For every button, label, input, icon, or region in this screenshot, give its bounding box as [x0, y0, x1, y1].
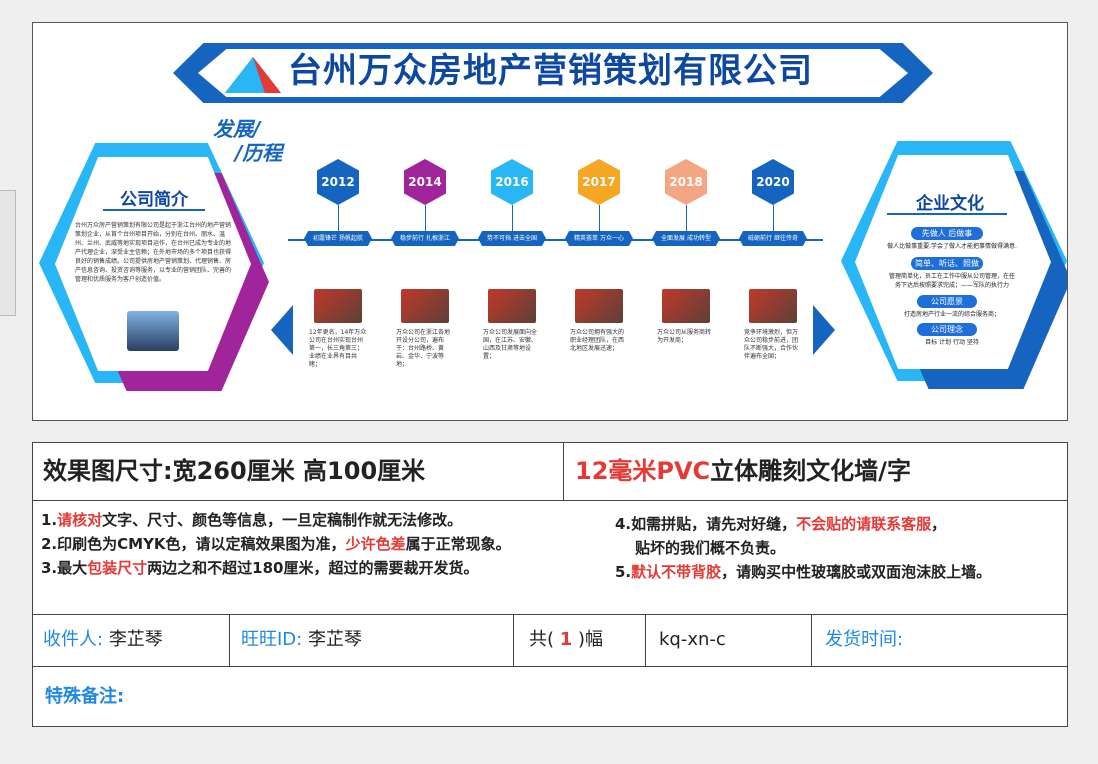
note-1: 1.请核对文字、尺寸、颜色等信息，一旦定稿制作就无法修改。 [41, 511, 463, 529]
milestone-tag-2018: 全面发展 成功转型 [652, 231, 720, 246]
ship-time-label: 发货时间: [825, 629, 904, 650]
year-badge-2020: 2020 [752, 159, 794, 205]
note-5: 5.默认不带背胶，请购买中性玻璃胶或双面泡沫胶上墙。 [615, 563, 992, 581]
recipient-field: 收件人: 李芷琴 [43, 629, 163, 650]
milestone-photo [575, 289, 623, 323]
count-field: 共( 1 )幅 [529, 629, 604, 650]
title-banner-inner [198, 49, 908, 97]
group-photo [127, 311, 179, 351]
culture-pill-4: 公司理念 [917, 323, 977, 336]
milestone-photo [314, 289, 362, 323]
milestone-card-2020: 竞争环境激烈，但万众公司稳步前进，团队不断强大，合作伙伴遍布全国； [738, 273, 808, 385]
milestone-card-2014: 万众公司在浙江各地开设分公司，遍布于：台州路桥、黄岩、金华、宁波等地； [390, 273, 460, 385]
year-badge-2018: 2018 [665, 159, 707, 205]
spec-sheet: 效果图尺寸:宽260厘米 高100厘米 12毫米PVC立体雕刻文化墙/字 1.请… [32, 442, 1068, 727]
product-code: kq-xn-c [659, 629, 726, 650]
milestone-text: 万众公司从服务商转为开发商； [657, 329, 712, 344]
wangwang-field: 旺旺ID: 李芷琴 [241, 629, 362, 650]
milestone-tag-2012: 初露锋芒 扬帆起航 [304, 231, 372, 246]
note-4-line2: 贴坏的我们概不负责。 [635, 539, 786, 557]
logo-icon [225, 57, 281, 93]
remarks-label: 特殊备注: [45, 686, 125, 707]
milestone-text: 竞争环境激烈，但万众公司稳步前进，团队不断强大，合作伙伴遍布全国； [744, 329, 799, 360]
milestone-tag-2014: 稳步前行 扎根浙江 [391, 231, 459, 246]
milestone-photo [662, 289, 710, 323]
culture-title: 企业文化 [916, 194, 984, 214]
culture-pill-3: 公司愿景 [917, 295, 977, 308]
year-badge-2014: 2014 [404, 159, 446, 205]
edge-strip [0, 190, 16, 316]
right-arrow-icon [813, 305, 835, 355]
notes-section: 1.请核对文字、尺寸、颜色等信息，一旦定稿制作就无法修改。 2.印刷色为CMYK… [33, 500, 1067, 615]
milestone-text: 万众公司发展面向全国，在江苏、安徽、山西及甘肃等地设置； [483, 329, 538, 360]
milestone-tag-2016: 势不可挡 进击全国 [478, 231, 546, 246]
culture-hexagon: 企业文化 先做人 后做事 做人比做事重要,学会了做人才能把事情做得满意. 简单、… [841, 141, 1067, 389]
company-name: 台州万众房地产营销策划有限公司 [288, 51, 813, 91]
order-info-row: 收件人: 李芷琴 旺旺ID: 李芷琴 共( 1 )幅 kq-xn-c 发货时间: [33, 614, 1067, 667]
milestone-card-2017: 万众公司拥有强大的职业经理团队，在西北地区发展迅速； [564, 273, 634, 385]
culture-pill-1: 先做人 后做事 [911, 227, 983, 240]
milestone-tag-2020: 砥砺前行 继往传奇 [739, 231, 807, 246]
milestone-photo [401, 289, 449, 323]
milestone-photo [488, 289, 536, 323]
design-preview: 台州万众房地产营销策划有限公司 公司简介 台州万众房产营销策划有限公司是起于浙江… [32, 22, 1068, 421]
milestone-text: 万众公司在浙江各地开设分公司，遍布于：台州路桥、黄岩、金华、宁波等地； [396, 329, 451, 368]
culture-pill-2: 简单、听话、照做 [911, 257, 983, 270]
milestone-card-2016: 万众公司发展面向全国，在江苏、安徽、山西及甘肃等地设置； [477, 273, 547, 385]
timeline-line [288, 239, 823, 241]
intro-text: 台州万众房产营销策划有限公司是起于浙江台州的地产营销策划企业，从首个台州项目开始… [75, 222, 232, 283]
note-4: 4.如需拼贴，请先对好缝，不会贴的请联系客服， [615, 515, 947, 533]
milestone-text: 12年更名，14年万众公司在台州实现台州第一，长三角第三；业绩在业界有目共睹； [309, 329, 367, 368]
milestone-photo [749, 289, 797, 323]
intro-hexagon: 公司简介 台州万众房产营销策划有限公司是起于浙江台州的地产营销策划企业，从首个台… [39, 143, 269, 391]
size-info: 效果图尺寸:宽260厘米 高100厘米 [43, 457, 426, 485]
spec-header-row: 效果图尺寸:宽260厘米 高100厘米 12毫米PVC立体雕刻文化墙/字 [33, 443, 1067, 501]
note-2: 2.印刷色为CMYK色，请以定稿效果图为准，少许色差属于正常现象。 [41, 535, 511, 553]
milestone-card-2018: 万众公司从服务商转为开发商； [651, 273, 721, 385]
intro-title: 公司简介 [120, 190, 188, 210]
development-title: 发展/ /历程 [213, 117, 283, 165]
milestone-text: 万众公司拥有强大的职业经理团队，在西北地区发展迅速； [570, 329, 625, 352]
year-badge-2017: 2017 [578, 159, 620, 205]
material-info: 12毫米PVC立体雕刻文化墙/字 [575, 457, 911, 485]
milestone-card-2012: 12年更名，14年万众公司在台州实现台州第一，长三角第三；业绩在业界有目共睹； [303, 273, 373, 385]
left-arrow-icon [271, 305, 293, 355]
year-badge-2016: 2016 [491, 159, 533, 205]
milestone-tag-2017: 精英荟萃 万众一心 [565, 231, 633, 246]
year-badge-2012: 2012 [317, 159, 359, 205]
note-3: 3.最大包装尺寸两边之和不超过180厘米，超过的需要裁开发货。 [41, 559, 479, 577]
